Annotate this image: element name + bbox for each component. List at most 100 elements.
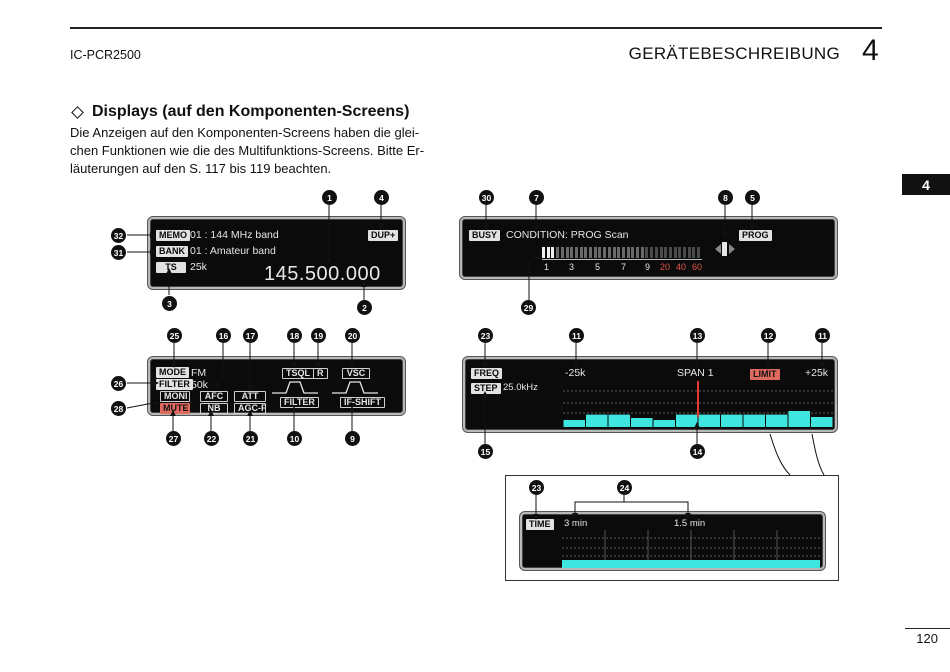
ts-text: 25k (190, 261, 207, 273)
time-graph (562, 530, 820, 568)
spectrum-bar (653, 420, 675, 427)
spectrum-bar (721, 414, 743, 427)
meter-segment (697, 247, 701, 258)
meter-segment (626, 247, 630, 258)
spectrum-bar (743, 414, 765, 427)
meter-segment (570, 247, 574, 258)
callout-badge: 9 (345, 431, 360, 446)
callout-badge: 28 (111, 401, 126, 416)
filter-shape-icon (272, 381, 318, 394)
meter-segment (640, 247, 644, 258)
diamond-icon (71, 105, 84, 119)
r-chip: R (313, 368, 328, 379)
filter-chip: FILTER (156, 379, 193, 390)
callout-badge: 13 (690, 328, 705, 343)
callout-badge: 3 (162, 296, 177, 311)
mode-display-panel: MODE FM FILTER 50k MONI MUTE AFC NB ATT … (148, 357, 405, 415)
plus-span-label: +25k (805, 367, 829, 379)
callout-badge: 19 (311, 328, 326, 343)
afc-chip: AFC (200, 391, 228, 402)
condition-text: CONDITION: PROG Scan (506, 229, 629, 241)
memory-display-panel: MEMO 01 : 144 MHz band BANK 01 : Amateur… (148, 217, 405, 289)
meter-segment (654, 247, 658, 258)
spectrum-bar (608, 414, 630, 427)
meter-segment (546, 247, 550, 258)
memo-text: 01 : 144 MHz band (190, 229, 279, 241)
time-3min-label: 3 min (564, 518, 588, 529)
callout-badge: 4 (374, 190, 389, 205)
meter-label-red: 60 (692, 262, 703, 272)
mode-chip: MODE (156, 367, 189, 378)
meter-segment (664, 247, 668, 258)
callout-badge: 11 (815, 328, 830, 343)
memo-chip: MEMO (156, 230, 190, 241)
meter-segment (598, 247, 602, 258)
section-heading-text: Displays (auf den Komponenten-Screens) (92, 103, 410, 120)
callout-badge: 18 (287, 328, 302, 343)
callout-badge: 7 (529, 190, 544, 205)
nb-chip: NB (200, 403, 228, 414)
meter-segment (603, 247, 607, 258)
meter-segment (692, 247, 696, 258)
meter-segment (607, 247, 611, 258)
meter-segment (584, 247, 588, 258)
prog-chip: PROG (739, 230, 772, 241)
meter-segment (574, 247, 578, 258)
spectrum-graph (563, 381, 833, 427)
meter-segment (589, 247, 592, 258)
meter-segment (687, 247, 691, 258)
meter-segment (678, 247, 682, 258)
page-number: 120 (916, 631, 938, 646)
signal-meter (542, 247, 702, 261)
chapter-number: 4 (862, 34, 879, 67)
callout-badge: 12 (761, 328, 776, 343)
meter-segment (542, 247, 545, 258)
freq-chip: FREQ (471, 368, 503, 379)
meter-label: 9 (645, 262, 651, 272)
callout-badge: 16 (216, 328, 231, 343)
meter-label-red: 40 (676, 262, 687, 272)
meter-segment (645, 247, 649, 258)
meter-label: 1 (544, 262, 550, 272)
meter-baseline (542, 259, 702, 260)
meter-segment (551, 247, 555, 258)
arrow-right-icon (729, 244, 735, 254)
time-15min-label: 1.5 min (674, 518, 706, 529)
time-chip: TIME (526, 519, 554, 530)
meter-segment (659, 247, 663, 258)
meter-label: 3 (569, 262, 575, 272)
meter-segment (636, 247, 639, 258)
spectrum-bar (631, 418, 653, 427)
callout-badge: 23 (529, 480, 544, 495)
mute-chip: MUTE (160, 403, 190, 414)
agcf-chip: AGC-F (234, 403, 267, 414)
arrow-left-icon (715, 244, 721, 254)
callout-badge: 14 (690, 444, 705, 459)
ifshift-button-chip: IF-SHIFT (340, 397, 385, 408)
scan-display-panel: BUSY CONDITION: PROG Scan PROG 1 3 5 7 9… (460, 217, 837, 279)
step-chip: STEP (471, 383, 501, 394)
meter-segment (621, 247, 625, 258)
callout-badge: 29 (521, 300, 536, 315)
callout-badge: 2 (357, 300, 372, 315)
meter-label: 7 (621, 262, 627, 272)
callout-badge: 11 (569, 328, 584, 343)
meter-segment (560, 247, 564, 258)
meter-segment (631, 247, 635, 258)
callout-badge: 21 (243, 431, 258, 446)
paragraph-line: läuterungen auf den S. 117 bis 119 beach… (70, 161, 332, 176)
meter-segment (612, 247, 616, 258)
filter-button-chip: FILTER (280, 397, 319, 408)
step-text: 25.0kHz (503, 382, 538, 393)
spectrum-bar (811, 417, 833, 427)
section-paragraph: Die Anzeigen auf den Komponenten-Screens… (70, 124, 465, 178)
vsc-chip: VSC (342, 368, 370, 379)
meter-segment (673, 247, 677, 258)
att-chip: ATT (234, 391, 266, 402)
footer-rule (905, 628, 950, 629)
spectrum-bar (676, 414, 698, 427)
busy-chip: BUSY (469, 230, 501, 241)
meter-label: 5 (595, 262, 601, 272)
bank-chip: BANK (156, 246, 188, 257)
callout-badge: 27 (166, 431, 181, 446)
